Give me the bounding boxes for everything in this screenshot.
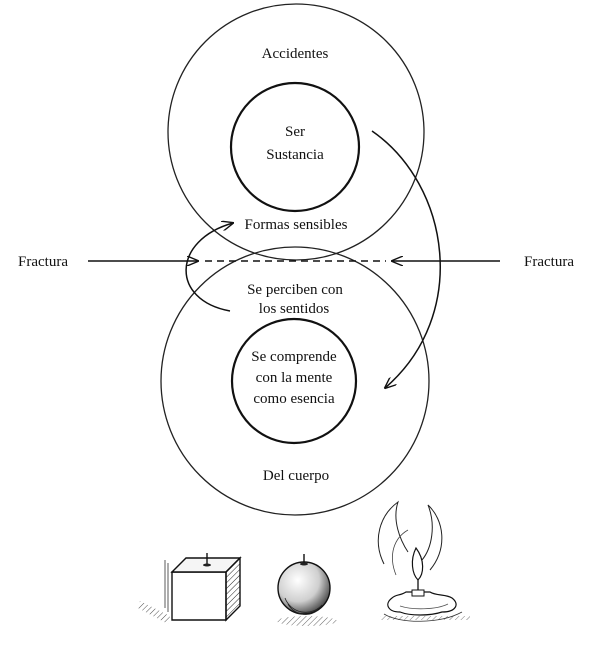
label-se-perciben: Se perciben con bbox=[247, 282, 343, 298]
cube-icon bbox=[138, 553, 242, 624]
upper-inner-circle bbox=[229, 81, 361, 213]
curved-arrow-right bbox=[371, 130, 441, 388]
label-se-comprende: Se comprende bbox=[251, 349, 337, 365]
label-ser: Ser bbox=[285, 124, 305, 140]
label-los-sentidos: los sentidos bbox=[259, 301, 330, 317]
label-accidentes: Accidentes bbox=[262, 46, 329, 62]
sphere-icon bbox=[277, 554, 337, 626]
upper-outer-circle bbox=[167, 3, 425, 261]
label-formas-sensibles: Formas sensibles bbox=[245, 217, 348, 233]
curved-arrow-left bbox=[185, 223, 233, 312]
label-del-cuerpo: Del cuerpo bbox=[263, 468, 329, 484]
label-sustancia: Sustancia bbox=[266, 147, 324, 163]
lower-inner-circle bbox=[230, 317, 358, 445]
lower-outer-circle bbox=[160, 246, 430, 516]
label-con-la-mente: con la mente bbox=[256, 370, 333, 386]
label-como-esencia: como esencia bbox=[253, 391, 335, 407]
label-fractura-right: Fractura bbox=[524, 254, 574, 270]
melted-candle-icon bbox=[377, 500, 470, 622]
label-fractura-left: Fractura bbox=[18, 254, 68, 270]
